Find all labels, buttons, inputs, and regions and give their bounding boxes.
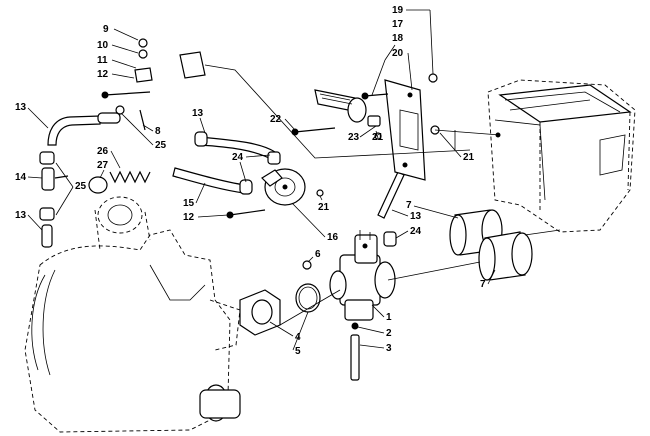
valve-mount-block: [101, 38, 206, 131]
callout-19: 19: [392, 5, 404, 16]
choke-cable-housing: [314, 89, 381, 127]
callout-21c: 21: [463, 152, 475, 163]
callout-11: 11: [97, 55, 108, 66]
fuel-filter-spring: [88, 170, 151, 194]
callout-1: 1: [386, 312, 392, 323]
callout-2: 2: [386, 328, 392, 339]
callout-3: 3: [386, 343, 392, 354]
callout-13b: 13: [15, 210, 27, 221]
callout-27: 27: [97, 160, 109, 171]
callout-13d: 13: [410, 211, 422, 222]
callout-22: 22: [270, 114, 282, 125]
callout-25a: 25: [155, 140, 167, 151]
callout-24b: 24: [410, 226, 422, 237]
callout-10: 10: [97, 40, 109, 51]
engine-block: [24, 196, 241, 433]
fuel-hose-left: [47, 112, 121, 146]
callout-14: 14: [15, 172, 27, 183]
fuel-shutoff-valve: [39, 151, 69, 248]
callout-13a: 13: [15, 102, 27, 113]
carburetor: [329, 230, 396, 321]
callout-7a: 7: [406, 200, 412, 211]
fuel-pump: [261, 168, 306, 206]
callout-5: 5: [295, 346, 301, 357]
callout-17: 17: [392, 19, 404, 30]
callout-12b: 12: [183, 212, 195, 223]
hose-clamp: [295, 283, 321, 313]
intake-flange: [239, 289, 281, 336]
intake-boot-lower: [478, 231, 533, 281]
callout-20: 20: [392, 48, 404, 59]
callout-12a: 12: [97, 69, 109, 80]
callout-7b: 7: [480, 279, 486, 290]
callout-26: 26: [97, 146, 109, 157]
mounting-bracket: [384, 79, 426, 181]
callout-18: 18: [392, 33, 404, 44]
airbox: [487, 79, 636, 233]
callout-9: 9: [103, 24, 109, 35]
callout-24a: 24: [232, 152, 244, 163]
fuel-hose-upper: [194, 131, 276, 161]
vent-line-tube: [377, 171, 405, 247]
callout-6: 6: [315, 249, 321, 260]
callout-23: 23: [348, 132, 360, 143]
callout-labels: 9 10 11 12 13 8 25 14 25 13 26 27 13 24 …: [15, 5, 496, 357]
reference-lines: [204, 64, 561, 326]
callout-21a: 21: [318, 202, 330, 213]
callout-13c: 13: [192, 108, 204, 119]
callout-25b: 25: [75, 181, 87, 192]
callout-15: 15: [183, 198, 195, 209]
callout-16: 16: [327, 232, 339, 243]
drain-tube: [350, 322, 360, 381]
fuel-hose-lower: [172, 151, 281, 195]
callout-8: 8: [155, 126, 161, 137]
